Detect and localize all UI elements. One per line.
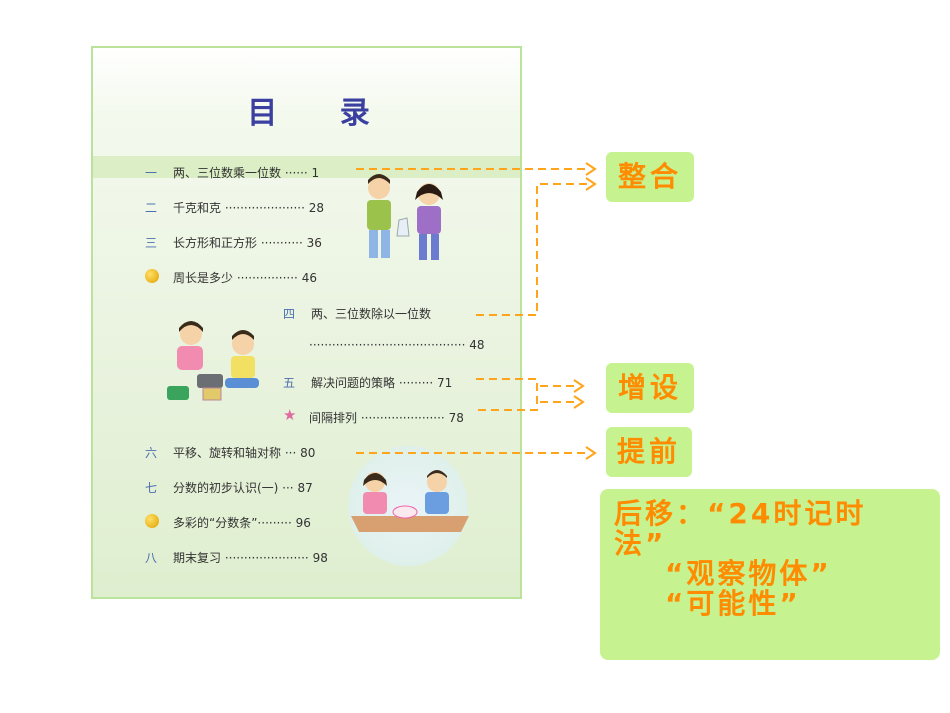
toc-row: 四 两、三位数除以一位数 [283,305,431,322]
toc-num: 五 [283,376,296,390]
toc-row: 周长是多少 ················ 46 [173,269,317,286]
textbook-toc-page: 目 录 一 两、三位数乘一位数 ······ 1 二 千克和克 ··········… [91,46,522,599]
page-title: 目 录 [247,96,396,131]
note-postpone: 后移：“24时记时 法” “观察物体” “可能性” [600,489,940,660]
toc-num: 三 [145,236,158,250]
toc-page: 71 [436,376,453,390]
note-add: 增设 [606,363,694,413]
toc-num: 八 [145,551,158,565]
pink-star-icon: ★ [283,406,297,424]
toc-label: 平移、旋转和轴对称 ··· [173,446,297,460]
toc-num: 六 [145,446,158,460]
note-advance: 提前 [606,427,692,477]
toc-page: 46 [301,271,317,285]
toc-page: 78 [448,411,464,425]
toc-label: 千克和克 ····················· [173,201,305,215]
note-postpone-line: “观察物体” [614,557,832,590]
toc-row: 一 两、三位数乘一位数 ······ 1 [145,164,319,181]
toc-row: 三 长方形和正方形 ··········· 36 [145,234,322,251]
children-shopping-illustration [367,174,443,260]
toc-row: 多彩的“分数条”········· 96 [173,514,311,531]
toc-row: 二 千克和克 ····················· 28 [145,199,324,216]
note-postpone-line: 后移：“24时记时 [614,497,867,530]
gold-bullet-icon [145,269,159,283]
toc-label: 期末复习 ······················ [173,551,309,565]
toc-label: 周长是多少 ················ [173,271,298,285]
toc-page: 96 [295,516,311,530]
toc-page: 28 [308,201,325,215]
toc-row: 间隔排列 ······················ 78 [309,409,464,426]
toc-row: 六 平移、旋转和轴对称 ··· 80 [145,444,315,461]
toc-num: 四 [283,307,296,321]
toc-label: 解决问题的策略 ········· [311,376,434,390]
title-band [93,156,520,178]
toc-page: 36 [306,236,322,250]
note-merge: 整合 [606,152,694,202]
children-playing-illustration [167,321,259,401]
toc-row: 七 分数的初步认识(一) ··· 87 [145,479,313,496]
toc-label: 两、三位数除以一位数 [311,307,432,321]
toc-page: 1 [311,166,320,180]
toc-row: ········································… [309,338,485,352]
toc-row: 五 解决问题的策略 ········· 71 [283,374,452,391]
toc-num: 二 [145,201,158,215]
toc-label: ········································… [309,338,466,352]
toc-num: 七 [145,481,158,495]
toc-page: 48 [469,338,485,352]
toc-label: 多彩的“分数条”········· [173,516,292,530]
children-cake-illustration [351,470,469,532]
toc-row: 八 期末复习 ······················ 98 [145,549,328,566]
note-postpone-line: “可能性” [614,587,801,620]
toc-page: 87 [297,481,313,495]
toc-label: 长方形和正方形 ··········· [173,236,303,250]
toc-num: 一 [145,166,158,180]
toc-label: 间隔排列 ······················ [309,411,445,425]
toc-page: 98 [312,551,328,565]
toc-label: 两、三位数乘一位数 ······ [173,166,308,180]
toc-page: 80 [300,446,316,460]
toc-label: 分数的初步认识(一) ··· [173,481,294,495]
gold-bullet-icon [145,514,159,528]
note-postpone-line: 法” [614,527,667,560]
